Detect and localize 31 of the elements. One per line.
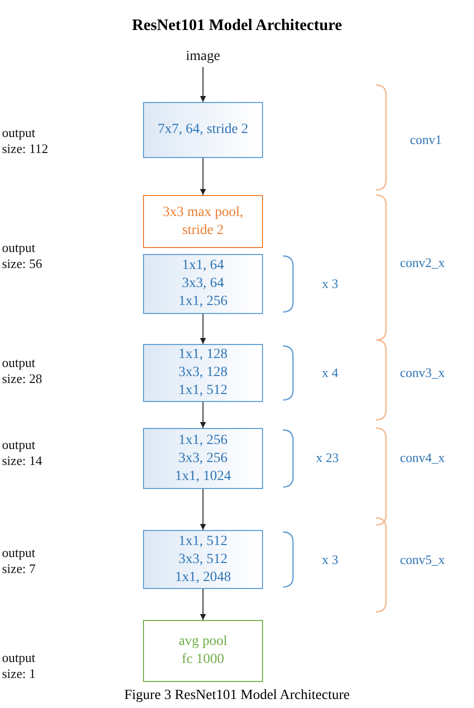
stage-label: conv3_x — [400, 365, 445, 381]
output-size-label: output size: 112 — [2, 125, 50, 157]
caption: Figure 3 ResNet101 Model Architecture — [123, 688, 351, 704]
conv-layer-box: 1x1, 64 3x3, 64 1x1, 256 — [143, 254, 263, 314]
input-label: image — [173, 47, 233, 67]
conv-layer-box: 1x1, 512 3x3, 512 1x1, 2048 — [143, 530, 263, 589]
output-size-label: output size: 1 — [2, 650, 37, 682]
output-layer-box: avg pool fc 1000 — [143, 620, 263, 682]
pooling-box: 3x3 max pool, stride 2 — [143, 195, 263, 248]
output-size-label: output size: 14 — [2, 437, 44, 469]
stage-label: conv1 — [410, 132, 442, 148]
repeat-count: x 3 — [322, 552, 338, 568]
repeat-count: x 23 — [316, 450, 339, 466]
arrow — [200, 402, 206, 428]
repeat-count: x 3 — [322, 276, 338, 292]
conv-layer-box: 7x7, 64, stride 2 — [143, 102, 263, 158]
arrow — [200, 488, 206, 530]
arrow — [200, 66, 206, 102]
output-size-label: output size: 28 — [2, 355, 44, 387]
stage-label: conv2_x — [400, 255, 445, 271]
conv-layer-box: 1x1, 128 3x3, 128 1x1, 512 — [143, 344, 263, 402]
conv-layer-box: 1x1, 256 3x3, 256 1x1, 1024 — [143, 428, 263, 489]
arrow — [200, 588, 206, 620]
stage-label: conv4_x — [400, 450, 445, 466]
output-size-label: output size: 7 — [2, 545, 37, 577]
arrow — [200, 314, 206, 344]
repeat-count: x 4 — [322, 365, 338, 381]
arrow — [200, 158, 206, 196]
stage-label: conv5_x — [400, 552, 445, 568]
output-size-label: output size: 56 — [2, 240, 44, 272]
title: ResNet101 Model Architecture — [130, 18, 343, 34]
